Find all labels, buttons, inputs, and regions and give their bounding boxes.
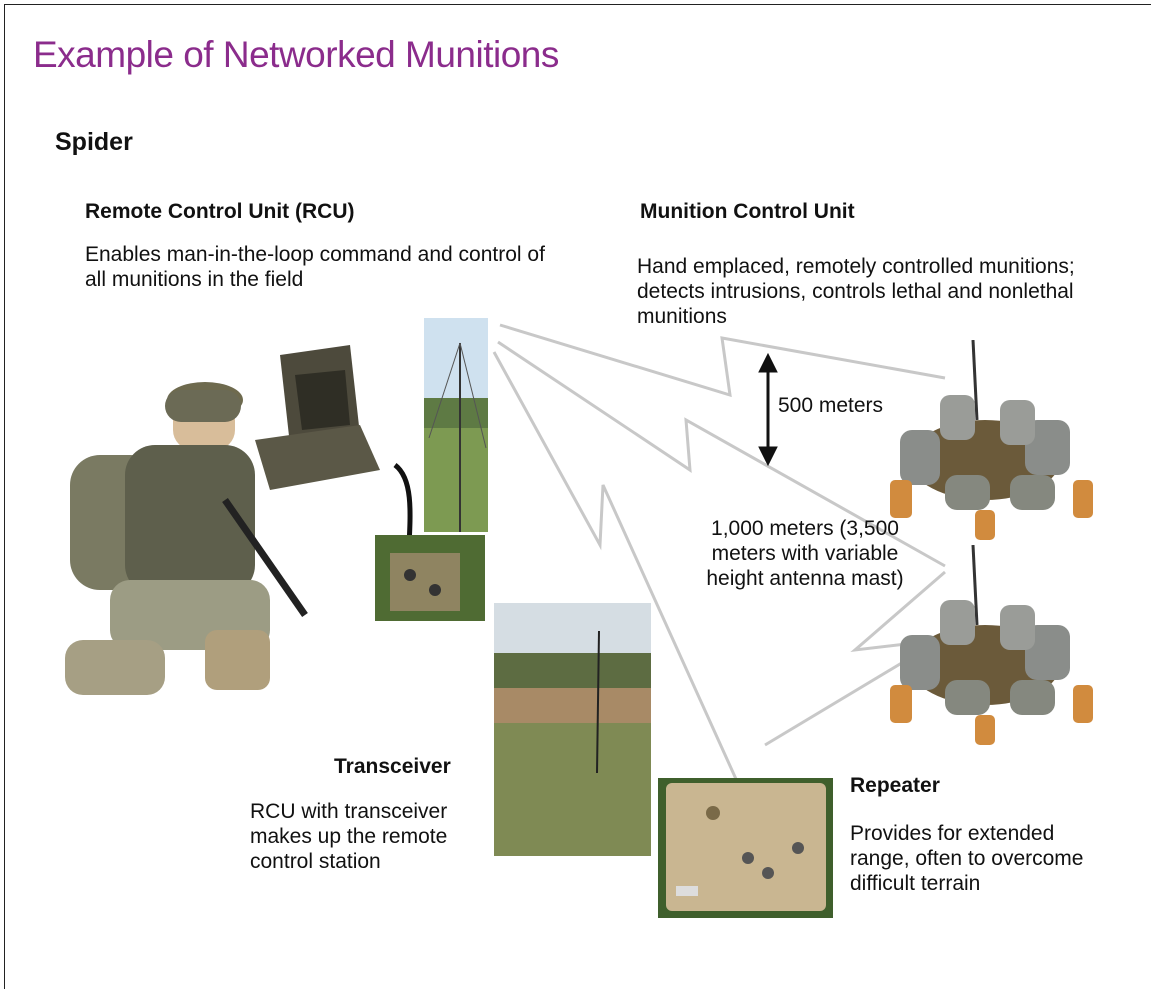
soldier-image (65, 382, 308, 695)
repeater-image (658, 778, 833, 918)
transceiver-description: RCU with transceiver makes up the remote… (250, 800, 448, 873)
rcu-heading: Remote Control Unit (RCU) (85, 200, 355, 223)
link-rcu-to-repeater (492, 351, 752, 811)
link-rcu-to-mcu-bottom (497, 340, 946, 568)
repeater-heading: Repeater (850, 774, 940, 797)
antenna-mast-image (424, 318, 488, 532)
transceiver-field-image (494, 603, 651, 856)
munition-unit-top-image (890, 340, 1093, 540)
transceiver-box-image (375, 535, 485, 621)
link-repeater-to-mcu (764, 570, 946, 747)
mcu-heading: Munition Control Unit (640, 200, 855, 223)
link-rcu-to-mcu-top (499, 323, 946, 398)
distance-arrow (758, 352, 778, 467)
repeater-description: Provides for extended range, often to ov… (850, 822, 1084, 895)
slide-title: Example of Networked Munitions (33, 34, 559, 75)
system-name: Spider (55, 128, 133, 156)
rcu-description: Enables man-in-the-loop command and cont… (85, 243, 545, 291)
transceiver-heading: Transceiver (334, 755, 451, 778)
rcu-device-image (255, 345, 380, 490)
range-1000-label: 1,000 meters (3,500 meters with variable… (706, 517, 904, 590)
mcu-description: Hand emplaced, remotely controlled munit… (637, 255, 1075, 328)
slide-frame (4, 4, 1151, 989)
munition-unit-bottom-image (890, 545, 1093, 745)
range-500-label: 500 meters (778, 394, 884, 417)
